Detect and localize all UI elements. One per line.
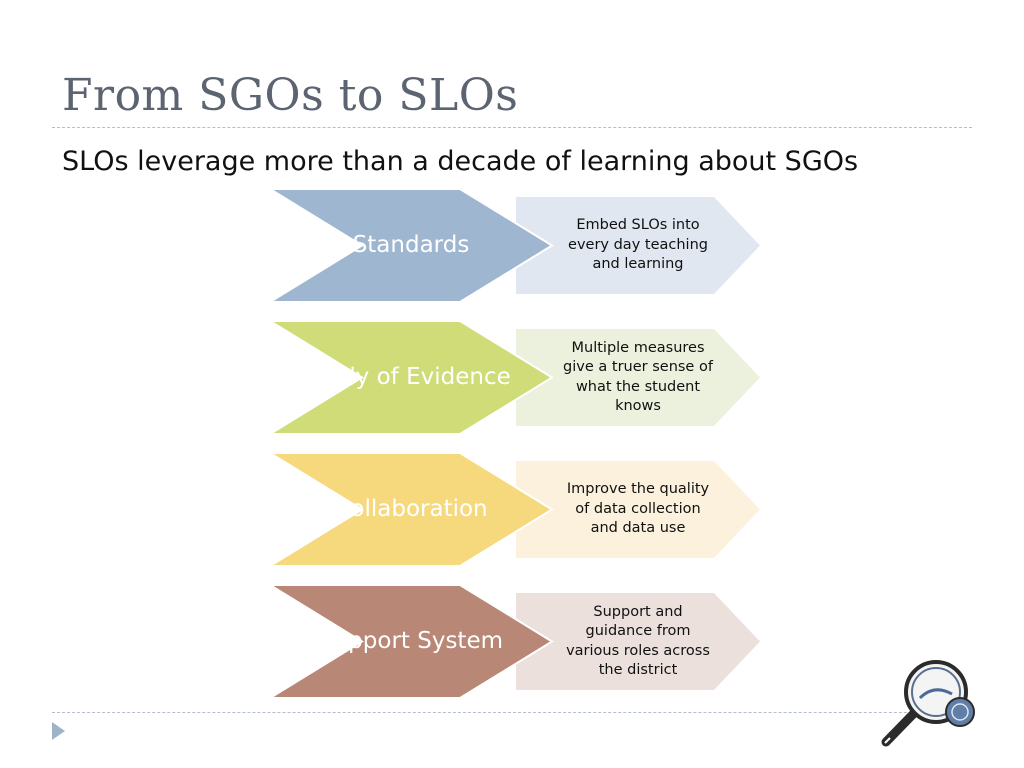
chevron-2 — [266, 320, 554, 435]
description-text: Multiple measures give a truer sense of … — [563, 339, 713, 415]
title-divider — [52, 127, 972, 128]
chevron-label: Body of Evidence — [311, 364, 511, 390]
chevron-1 — [266, 188, 554, 303]
chevron-3 — [266, 452, 554, 567]
chevron-label: Standards — [352, 232, 470, 258]
chevron-4 — [266, 584, 554, 699]
description-box-3 — [516, 461, 760, 558]
description-box-4 — [516, 593, 760, 690]
slide-title: From SGOs to SLOs — [62, 70, 519, 121]
play-triangle-icon[interactable] — [52, 722, 65, 740]
footer-divider — [52, 712, 972, 713]
description-box-1 — [516, 197, 760, 294]
chevron-label: Support System — [319, 628, 503, 654]
magnifying-glass-logo — [881, 660, 975, 747]
description-text: Support and guidance from various roles … — [566, 603, 710, 679]
slide-subtitle: SLOs leverage more than a decade of lear… — [62, 146, 859, 177]
description-box-2 — [516, 329, 760, 426]
description-text: Improve the quality of data collection a… — [566, 481, 710, 537]
chevron-label: Collaboration — [334, 496, 488, 522]
description-text: Embed SLOs into every day teaching and l… — [568, 217, 708, 273]
